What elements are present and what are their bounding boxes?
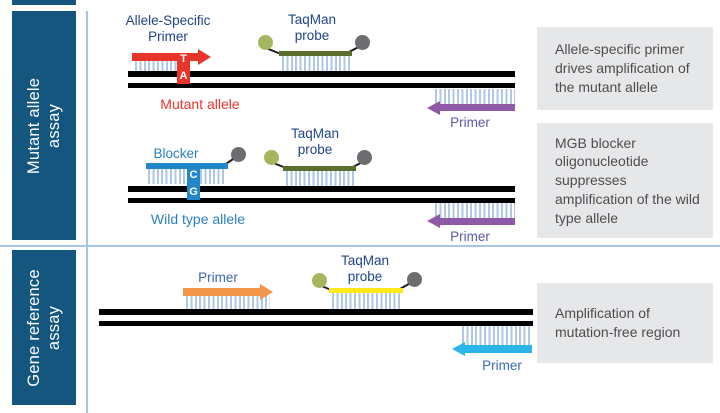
gene-reference-assay-section-label: Gene reference assay: [24, 268, 63, 387]
reporter-dye-icon: [311, 272, 327, 288]
reverse-primer-label: Primer: [450, 115, 490, 130]
callout-text: Amplification of mutation-free region: [555, 305, 681, 340]
reverse-primer-label: Primer: [450, 229, 490, 244]
reporter-dye-icon: [258, 35, 273, 50]
sidebar-section-gene-reference-assay: Gene reference assay: [12, 250, 76, 405]
sidebar-section-mutant-allele-assay: Mutant allele assay: [12, 11, 76, 240]
mutant-mismatch-base-pair: T A: [177, 53, 190, 84]
blocker-bar: [146, 163, 228, 169]
taqman-probe-teeth: [332, 293, 400, 309]
taqman-probe-bar: [329, 287, 403, 293]
callout-text: MGB blocker oligonucleotide suppresses a…: [555, 134, 700, 226]
blocker-quencher-dye-icon: [231, 147, 246, 162]
allele-specific-primer-arrow: [132, 53, 198, 61]
quencher-dye-icon: [354, 35, 370, 50]
template-base: A: [179, 70, 188, 82]
taqman-probe-teeth: [286, 171, 354, 186]
quencher-dye-icon: [406, 271, 422, 287]
callout-box-mgb-blocker: MGB blocker oligonucleotide suppresses a…: [537, 123, 713, 238]
taqman-probe-teeth: [282, 56, 350, 71]
taqman-probe-label: TaqMan probe: [290, 126, 340, 157]
allele-specific-primer-label: Allele-Specific Primer: [125, 13, 211, 44]
dna-strand-top: [128, 186, 515, 192]
taqman-probe-bar: [283, 165, 356, 171]
reverse-primer-teeth: [435, 88, 515, 104]
callout-text: Allele-specific primer drives amplificat…: [555, 41, 690, 95]
sidebar-top-remnant: [12, 0, 76, 5]
forward-primer-teeth: [186, 296, 270, 309]
vertical-divider-line: [86, 11, 88, 413]
mutant-allele-assay-section-label: Mutant allele assay: [24, 77, 63, 174]
allele-specific-primer-teeth: [135, 61, 178, 72]
reporter-dye-icon: [264, 149, 279, 165]
primer-base: T: [180, 53, 187, 65]
forward-primer-label: Primer: [198, 270, 238, 285]
reverse-primer-label: Primer: [482, 358, 522, 373]
dna-strand-top: [128, 71, 515, 77]
template-base: G: [189, 185, 198, 198]
taqman-probe-label: TaqMan probe: [340, 253, 390, 284]
reverse-primer-arrow: [440, 104, 515, 111]
quencher-dye-icon: [356, 149, 372, 165]
reverse-primer-arrow: [440, 217, 515, 225]
reverse-primer-teeth: [462, 326, 532, 345]
wildtype-mismatch-base-pair: C G: [187, 168, 200, 200]
blocker-teeth-left: [148, 168, 187, 184]
reverse-primer-arrow: [465, 345, 532, 353]
dna-strand-top: [99, 309, 533, 315]
taqman-probe-bar: [279, 50, 352, 56]
horizontal-divider-line: [0, 245, 720, 247]
forward-primer-arrow: [183, 288, 260, 296]
dna-strand-bottom: [128, 82, 515, 88]
blocker-teeth-right: [200, 168, 226, 184]
blocker-label: Blocker: [153, 146, 199, 161]
mutant-allele-label: Mutant allele: [160, 96, 240, 112]
reverse-primer-teeth: [435, 203, 515, 218]
blocker-base: C: [189, 168, 198, 181]
taqman-probe-label: TaqMan probe: [287, 12, 337, 43]
callout-box-gene-reference: Amplification of mutation-free region: [537, 283, 713, 363]
dna-strand-bottom: [99, 320, 533, 326]
wild-type-allele-label: Wild type allele: [150, 211, 246, 227]
dna-strand-bottom: [128, 197, 515, 203]
callout-box-mutant-primer: Allele-specific primer drives amplificat…: [537, 27, 713, 110]
